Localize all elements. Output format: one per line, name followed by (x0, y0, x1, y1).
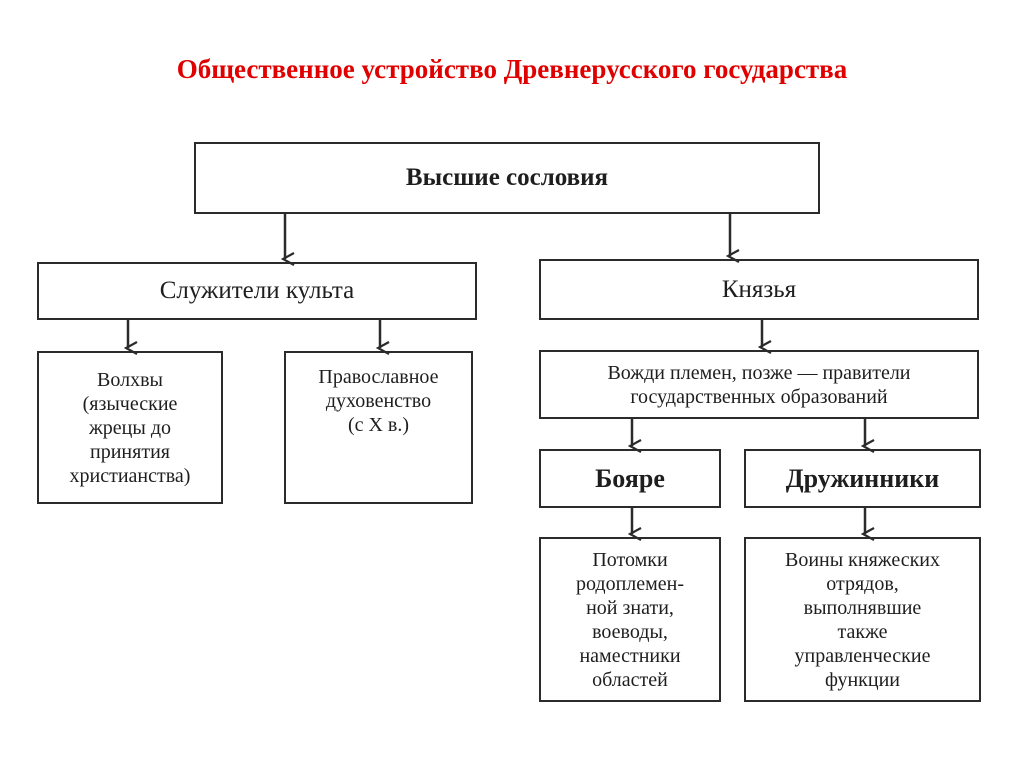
box-magi-line: жрецы до (88, 416, 171, 439)
box-cult-servants-label: Служители культа (159, 277, 355, 304)
box-chiefs-line: Вожди племен, позже — правители (607, 361, 911, 384)
box-druzhinniki: Дружинники (744, 449, 981, 508)
box-magi: Волхвы (языческие жрецы до принятия хрис… (37, 351, 223, 504)
box-boyars: Бояре (539, 449, 721, 508)
box-magi-line: Волхвы (97, 368, 163, 391)
box-higher-estates-label: Высшие сословия (405, 164, 609, 191)
druzhinniki-desc-line: управленческие (794, 644, 931, 667)
box-higher-estates: Высшие сословия (194, 142, 820, 214)
box-orthodox-line: (с X в.) (347, 414, 410, 436)
diagram-title: Общественное устройство Древнерусского г… (176, 54, 848, 84)
druzhinniki-desc-line: функции (825, 668, 900, 691)
box-druzhinniki-description: Воины княжеских отрядов, выполнявшие так… (744, 537, 981, 702)
box-tribal-chiefs: Вожди племен, позже — правители государс… (539, 350, 979, 419)
box-boyars-description: Потомки родоплемен- ной знати, воеводы, … (539, 537, 721, 702)
box-princes: Князья (539, 259, 979, 320)
box-orthodox-line: Православное (318, 366, 439, 388)
box-magi-line: принятия (90, 440, 170, 463)
boyars-desc-line: родоплемен- (575, 572, 685, 595)
druzhinniki-desc-line: также (837, 620, 888, 643)
druzhinniki-desc-line: Воины княжеских (784, 548, 941, 571)
box-magi-line: христианства) (69, 464, 191, 487)
box-princes-label: Князья (721, 275, 797, 303)
boyars-desc-line: Потомки (592, 548, 668, 571)
box-druzhinniki-label: Дружинники (785, 463, 940, 493)
boyars-desc-line: ной знати, (586, 596, 674, 619)
box-chiefs-line: государственных образований (630, 385, 888, 408)
druzhinniki-desc-line: выполнявшие (803, 596, 922, 619)
druzhinniki-desc-line: отрядов, (826, 572, 899, 595)
box-orthodox-line: духовенство (325, 390, 432, 412)
boyars-desc-line: наместники (579, 644, 681, 667)
boyars-desc-line: воеводы, (592, 620, 668, 643)
box-boyars-label: Бояре (595, 463, 665, 493)
box-magi-line: (языческие (82, 392, 178, 415)
boyars-desc-line: областей (592, 668, 668, 691)
box-cult-servants: Служители культа (37, 262, 477, 320)
